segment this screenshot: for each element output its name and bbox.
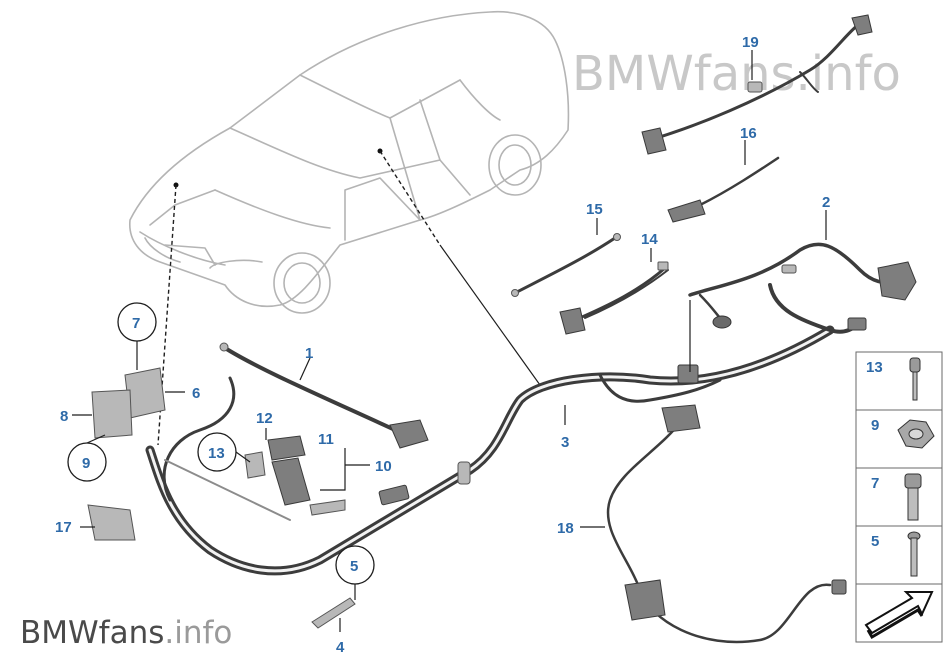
dashed-leader-middle	[379, 150, 441, 246]
battery-cable-18	[606, 404, 847, 644]
battery-cable-main	[145, 283, 867, 576]
arrow-forward-icon	[864, 591, 934, 640]
panel-label-rivet: 13	[866, 359, 883, 376]
callout-6: 6	[192, 385, 200, 402]
callout-19: 19	[742, 34, 759, 51]
callout-4: 4	[336, 639, 345, 656]
nut-icon	[897, 419, 935, 449]
left-components	[87, 367, 346, 541]
bolt-icon	[904, 473, 922, 521]
watermark-top-brand: BMWfans.info	[572, 46, 901, 102]
clip-icon	[907, 531, 921, 577]
panel-label-nut: 9	[871, 417, 879, 434]
callout-15: 15	[586, 201, 603, 218]
callout-8: 8	[60, 408, 68, 425]
panel-label-bolt: 7	[871, 475, 879, 492]
callout-13: 13	[208, 445, 225, 462]
battery-cable-1	[219, 342, 429, 449]
callout-3: 3	[561, 434, 569, 451]
battery-cable-19	[641, 14, 873, 155]
battery-cable-2	[688, 242, 917, 329]
label-leaders	[72, 50, 827, 632]
car-outline-icon	[129, 10, 570, 314]
leader-middle-solid	[439, 244, 541, 386]
battery-cable-16	[667, 156, 780, 223]
panel-label-clip: 5	[871, 533, 879, 550]
watermark-bottom: BMWfans.info	[20, 615, 232, 651]
bracket-4	[311, 597, 356, 629]
callout-10: 10	[375, 458, 392, 475]
callout-14: 14	[641, 231, 658, 248]
callout-11: 11	[318, 431, 334, 448]
callout-18: 18	[557, 520, 574, 537]
callout-7: 7	[132, 315, 140, 332]
battery-cable-14	[559, 261, 669, 335]
callout-12: 12	[256, 410, 273, 427]
rivet-icon	[909, 357, 921, 401]
callout-9: 9	[82, 455, 90, 472]
callout-17: 17	[55, 519, 72, 536]
callout-2: 2	[822, 194, 830, 211]
callout-1: 1	[305, 345, 313, 362]
battery-cable-15	[511, 233, 621, 297]
hardware-side-panel: 13 9 7 5	[855, 351, 943, 643]
callout-16: 16	[740, 125, 757, 142]
callout-5: 5	[350, 558, 358, 575]
